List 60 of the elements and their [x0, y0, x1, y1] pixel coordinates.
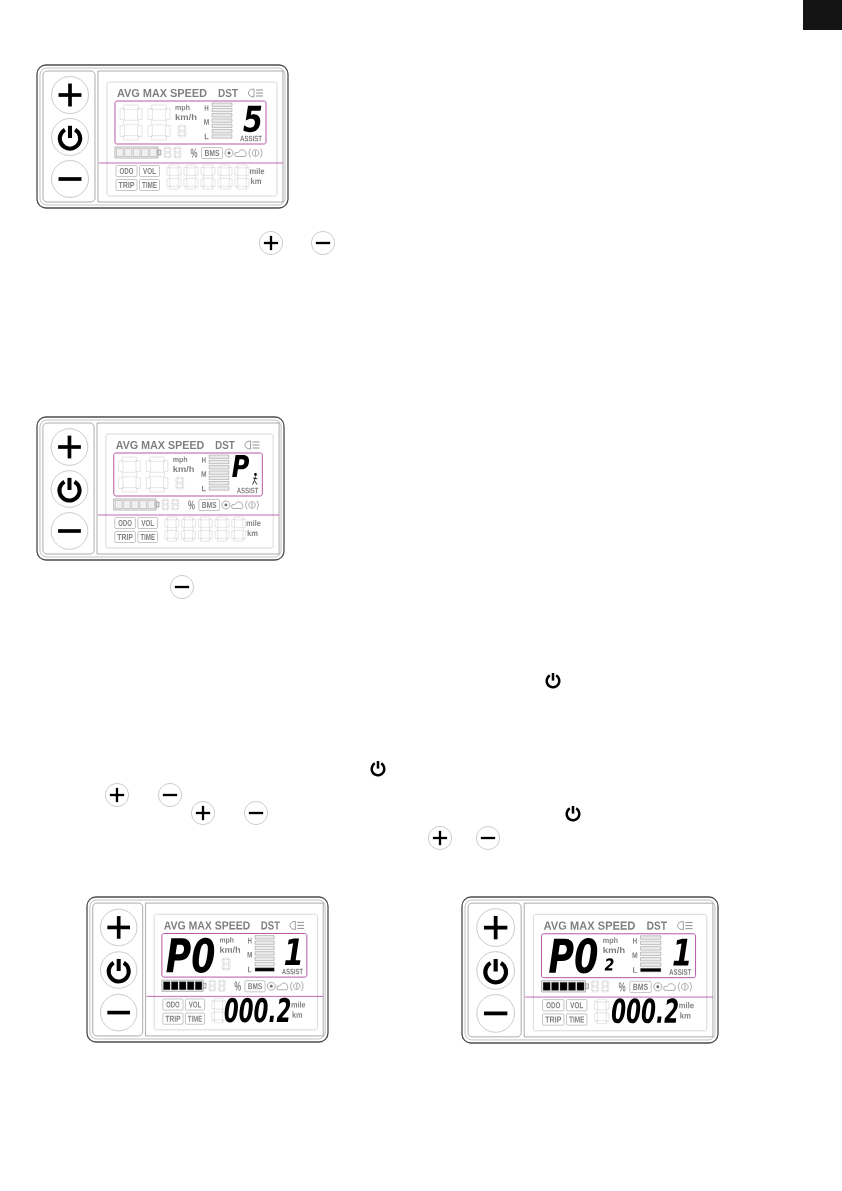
lcd-legend: km/h — [173, 465, 194, 473]
boxed-legend: TIME — [566, 1013, 588, 1026]
boxed-legend: TRIP — [542, 1013, 565, 1026]
lcd-legend: km — [292, 1011, 303, 1018]
boxed-legend: ODO — [114, 517, 136, 529]
digit-readout: P0 — [166, 937, 215, 973]
lcd-legend: M — [247, 952, 252, 958]
lcd-legend: AVG MAX SPEED — [543, 921, 635, 930]
boxed-legend: BMS — [244, 980, 266, 993]
lcd-legend: L — [248, 966, 252, 973]
lcd-legend: km — [680, 1012, 691, 1019]
boxed-legend: VOL — [137, 517, 158, 529]
lcd-legend: ASSIST — [669, 969, 692, 975]
lcd-legend: km/h — [603, 946, 625, 954]
lcd-legend: DST — [261, 921, 280, 930]
boxed-legend: BMS — [629, 981, 652, 993]
lcd-legend: DST — [215, 440, 235, 450]
lcd-legend: km — [247, 530, 258, 536]
digit-readout: P — [232, 455, 250, 477]
lcd-legend: % — [190, 148, 198, 158]
lcd-legend: km/h — [175, 113, 197, 121]
digit-readout: 000.2 — [611, 998, 678, 1024]
lcd-legend: % — [188, 500, 195, 510]
lcd-legend: % — [618, 982, 626, 992]
lcd-legend: DST — [647, 921, 667, 930]
boxed-legend: VOL — [139, 165, 160, 177]
lcd-legend: mile — [250, 167, 265, 175]
digit-readout: P0 — [549, 938, 598, 974]
boxed-legend: VOL — [185, 998, 205, 1011]
boxed-legend: ODO — [162, 998, 184, 1011]
lcd-legend: mile — [679, 1002, 694, 1009]
lcd-legend: km/h — [220, 946, 241, 953]
boxed-legend: TRIP — [162, 1012, 184, 1025]
digit-readout: 1 — [284, 938, 301, 965]
digit-readout: 2 — [604, 958, 614, 971]
boxed-legend: ODO — [542, 999, 565, 1012]
lcd-legend: AVG MAX SPEED — [117, 88, 207, 98]
lcd-legend: km — [251, 178, 261, 184]
boxed-legend: TRIP — [114, 531, 136, 543]
lcd-legend: AVG MAX SPEED — [164, 921, 250, 930]
lcd-legend: DST — [218, 88, 238, 98]
lcd-legend: % — [234, 981, 241, 991]
lcd-legend: mile — [246, 519, 261, 527]
lcd-legend: H — [633, 938, 637, 944]
boxed-legend: TIME — [185, 1012, 205, 1025]
lcd-legend: M — [632, 952, 638, 958]
boxed-legend: BMS — [201, 147, 223, 159]
boxed-legend: BMS — [198, 499, 220, 511]
lcd-legend: AVG MAX SPEED — [116, 440, 204, 450]
boxed-legend: ODO — [115, 165, 138, 177]
boxed-legend: TIME — [137, 531, 158, 543]
lcd-legend: mile — [291, 1001, 306, 1008]
digit-readout: 000.2 — [224, 997, 291, 1023]
boxed-legend: TIME — [139, 179, 160, 191]
boxed-legend: TRIP — [115, 179, 138, 191]
digit-readout: 1 — [673, 938, 689, 966]
digit-readout: 5 — [243, 105, 262, 133]
boxed-legend: VOL — [566, 999, 588, 1012]
lcd-legend: H — [248, 937, 252, 944]
lcd-legend: L — [633, 967, 637, 973]
